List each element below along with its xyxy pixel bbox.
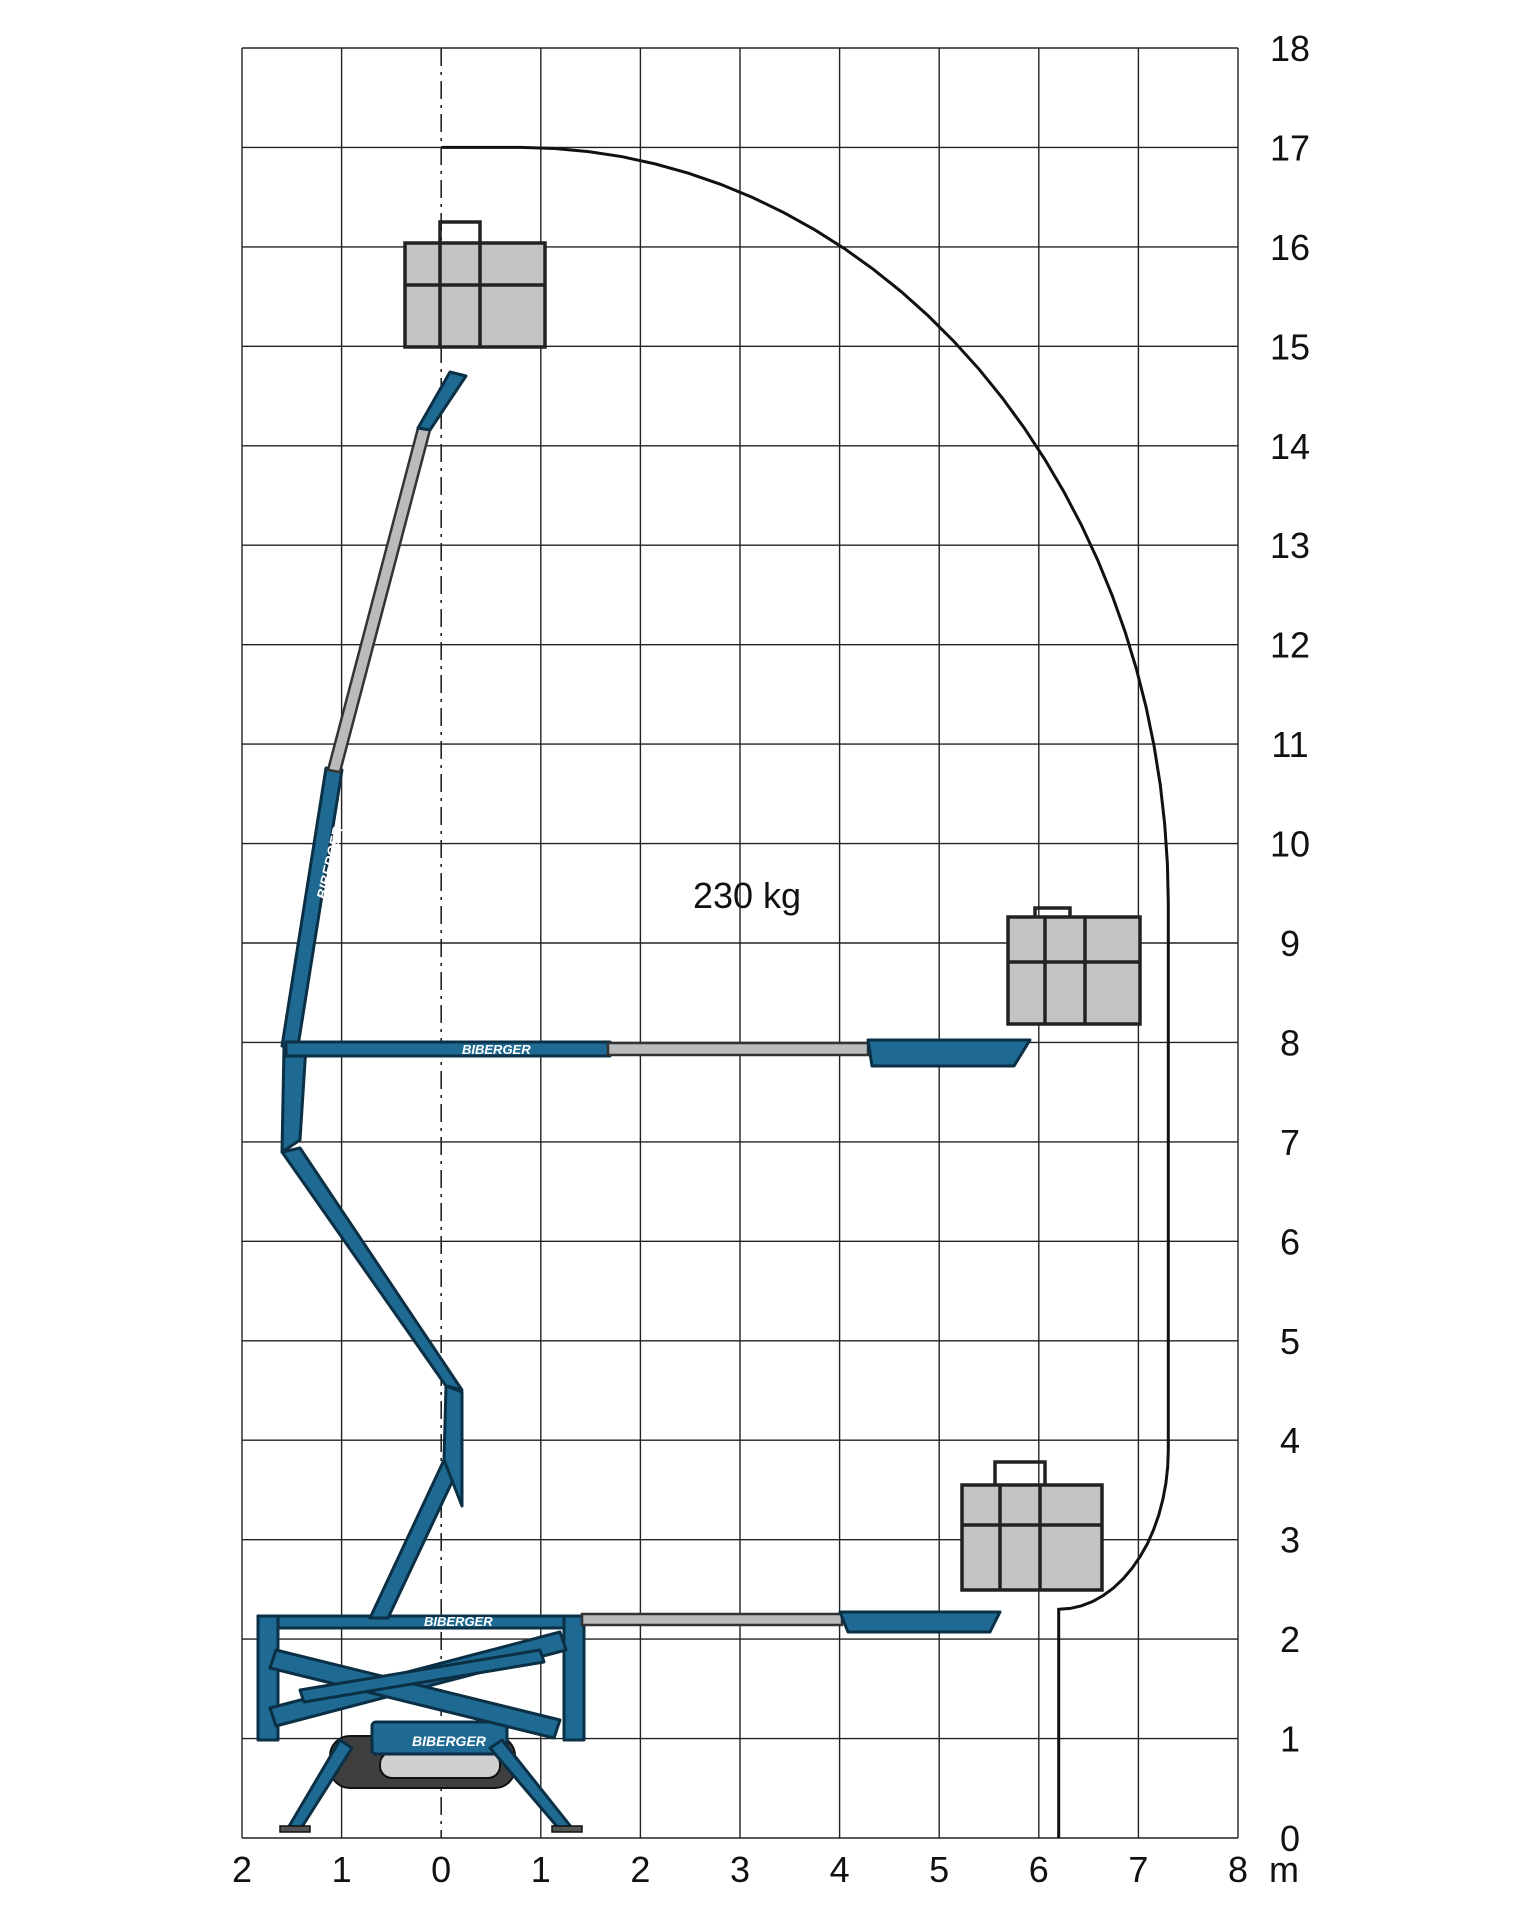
aerial-platform-illustration: BIBERGER BIBERGER BIBERGER BIBERGER — [256, 220, 1142, 1833]
y-tick-label: 5 — [1280, 1321, 1300, 1362]
working-envelope-outline — [441, 145, 1170, 1838]
grid — [241, 47, 1239, 1839]
boom-segment-2 — [280, 1146, 464, 1392]
scissor-arm-c — [298, 1648, 546, 1704]
lower-boom-brand-label: BIBERGER — [424, 1614, 493, 1629]
x-tick-label: 8 — [1228, 1849, 1248, 1890]
upper-boom-telescope — [326, 426, 432, 774]
x-axis-ticks: 2 1 0 1 2 3 4 5 6 7 8 — [232, 1849, 1248, 1890]
chassis-brand-label: BIBERGER — [412, 1733, 487, 1749]
lower-boom-top — [256, 1614, 586, 1630]
y-tick-label: 12 — [1270, 625, 1310, 666]
basket-mid — [1006, 906, 1142, 1026]
lower-telescope-section — [580, 1612, 844, 1627]
x-tick-label: 1 — [332, 1849, 352, 1890]
x-tick-label: 2 — [232, 1849, 252, 1890]
y-tick-label: 10 — [1270, 824, 1310, 865]
x-axis-unit-label: m — [1269, 1849, 1299, 1890]
y-tick-label: 6 — [1280, 1221, 1300, 1262]
outrigger-foot-right — [551, 1825, 583, 1833]
knuckle-2 — [280, 1044, 308, 1154]
basket-low — [960, 1460, 1104, 1592]
y-tick-label: 18 — [1270, 28, 1310, 69]
y-tick-label: 7 — [1280, 1122, 1300, 1163]
track-roller — [379, 1751, 501, 1779]
chassis — [370, 1720, 509, 1756]
x-tick-label: 0 — [431, 1849, 451, 1890]
y-tick-label: 11 — [1271, 724, 1308, 765]
y-tick-label: 3 — [1280, 1520, 1300, 1561]
mid-boom — [284, 1040, 612, 1058]
mid-telescope-section — [606, 1041, 870, 1057]
scissor-arm-b — [268, 1648, 562, 1740]
outrigger-foot-left — [279, 1825, 311, 1833]
mid-jib — [866, 1038, 1032, 1068]
y-tick-label: 13 — [1270, 525, 1310, 566]
y-tick-label: 9 — [1280, 923, 1300, 964]
knuckle-1 — [442, 1384, 464, 1508]
basket-low-cage — [961, 1484, 1103, 1591]
x-tick-label: 1 — [531, 1849, 551, 1890]
x-tick-label: 3 — [730, 1849, 750, 1890]
y-tick-label: 4 — [1280, 1420, 1300, 1461]
y-tick-label: 17 — [1270, 127, 1310, 168]
x-tick-label: 7 — [1128, 1849, 1148, 1890]
y-tick-label: 14 — [1270, 426, 1310, 467]
y-tick-label: 1 — [1280, 1719, 1300, 1760]
x-tick-label: 2 — [630, 1849, 650, 1890]
lower-jib — [838, 1610, 1002, 1634]
basket-top-cage — [404, 242, 546, 348]
y-tick-label: 16 — [1270, 227, 1310, 268]
upper-boom-base — [280, 766, 344, 1048]
working-envelope — [441, 145, 1170, 1838]
lower-frame-right — [562, 1614, 586, 1742]
x-tick-label: 6 — [1029, 1849, 1049, 1890]
basket-mid-cage — [1007, 916, 1141, 1025]
x-tick-label: 4 — [830, 1849, 850, 1890]
mid-boom-brand-label: BIBERGER — [462, 1042, 531, 1057]
y-tick-label: 15 — [1270, 326, 1310, 367]
basket-top — [403, 220, 547, 349]
load-capacity-label: 230 kg — [693, 875, 801, 916]
x-tick-label: 5 — [929, 1849, 949, 1890]
y-tick-label: 0 — [1280, 1818, 1300, 1859]
upper-boom-tip — [416, 370, 468, 432]
y-tick-label: 8 — [1280, 1022, 1300, 1063]
y-tick-label: 2 — [1280, 1619, 1300, 1660]
